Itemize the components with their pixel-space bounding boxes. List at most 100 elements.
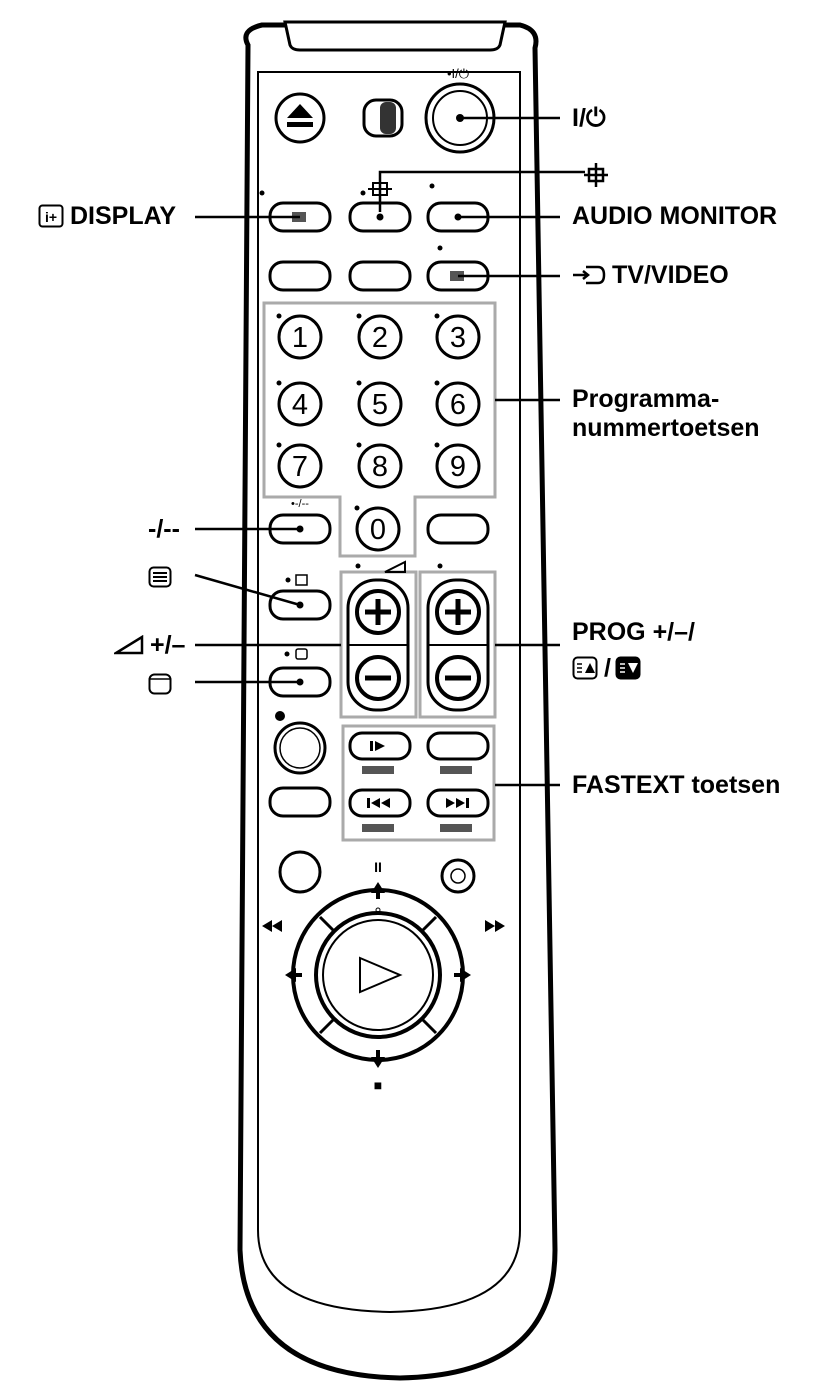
dash-key-mark: •-/-- <box>291 498 309 510</box>
prog-up-button[interactable] <box>435 589 481 635</box>
label-display: i+ DISPLAY <box>38 201 176 231</box>
blank-round-button[interactable] <box>278 850 322 894</box>
volume-up-button[interactable] <box>355 589 401 635</box>
fastext-bar-4 <box>440 824 472 832</box>
eject-icon-bar <box>287 122 313 127</box>
number-key-label: 7 <box>292 451 308 483</box>
number-key-8[interactable]: 8 <box>356 442 403 489</box>
blank-button-4[interactable] <box>268 786 332 818</box>
volume-dot <box>355 563 361 569</box>
label-teletext <box>148 562 178 591</box>
number-key-label: 2 <box>372 322 388 354</box>
teletext-icon <box>148 566 172 588</box>
arrow-up-icon <box>371 882 385 893</box>
label-dash: -/-- <box>148 514 180 544</box>
label-fastext: FASTEXT toetsen <box>572 770 780 800</box>
label-audio-monitor: AUDIO MONITOR <box>572 201 777 231</box>
svg-text:i+: i+ <box>45 209 57 225</box>
fastext-top-right-button[interactable] <box>426 731 490 761</box>
leader-tracking <box>378 170 585 212</box>
number-key-dot <box>276 313 282 319</box>
arrow-up-stem <box>376 892 380 899</box>
play-button[interactable] <box>322 919 434 1031</box>
number-key-dot <box>354 505 360 511</box>
number-key-dot <box>434 313 440 319</box>
teletext-dot <box>285 577 291 583</box>
volume-down-button[interactable] <box>355 655 401 701</box>
prev-button[interactable] <box>348 788 412 818</box>
number-key-dot <box>276 442 282 448</box>
arrow-left-stem <box>295 973 302 977</box>
number-key-2[interactable]: 2 <box>356 313 403 360</box>
arrow-down-icon <box>371 1057 385 1068</box>
number-key-4[interactable]: 4 <box>276 380 323 427</box>
label-power: I/⏻ <box>572 103 606 133</box>
volume-icon <box>114 635 144 655</box>
number-key-label: 6 <box>450 389 466 421</box>
number-key-label: 3 <box>450 322 466 354</box>
remote-top-window <box>283 20 507 52</box>
audio-monitor-dot <box>429 183 435 189</box>
slow-play-button[interactable] <box>348 731 412 761</box>
arrow-right-stem <box>454 973 461 977</box>
leader-lines <box>194 116 585 787</box>
number-key-dot <box>434 380 440 386</box>
page-down-icon <box>615 656 641 680</box>
number-key-6[interactable]: 6 <box>434 380 481 427</box>
label-fastext-text: FASTEXT toetsen <box>572 771 781 800</box>
number-key-3[interactable]: 3 <box>434 313 481 360</box>
slash-separator: / <box>604 653 611 682</box>
label-power-text: I/⏻ <box>572 104 606 133</box>
label-prog: PROG +/–/ / <box>572 618 695 683</box>
pause-symbol: II <box>374 859 382 875</box>
number-key-dot <box>276 380 282 386</box>
leader-teletext <box>194 573 301 607</box>
screen-mode-dot <box>284 651 290 657</box>
label-display-text: DISPLAY <box>70 202 177 231</box>
number-key-1[interactable]: 1 <box>276 313 323 360</box>
number-key-label: 1 <box>292 322 308 354</box>
play-mark-dot <box>375 907 381 913</box>
remote-inner-panel <box>257 71 521 1314</box>
prog-down-button[interactable] <box>435 655 481 701</box>
screen-mode-mark-icon <box>295 648 308 660</box>
record-button[interactable] <box>273 721 327 775</box>
label-screen-mode <box>148 669 178 698</box>
label-dash-text: -/-- <box>148 515 180 544</box>
timer-button[interactable] <box>440 858 476 894</box>
fastext-bar-1 <box>362 766 394 774</box>
volume-mark-icon <box>384 560 406 573</box>
blank-button-3[interactable] <box>426 513 490 545</box>
prog-dot <box>437 563 443 569</box>
number-key-5[interactable]: 5 <box>356 380 403 427</box>
arrow-down-stem <box>376 1050 380 1057</box>
number-pad-frame <box>262 301 497 558</box>
number-key-label: 8 <box>372 451 388 483</box>
number-key-9[interactable]: 9 <box>434 442 481 489</box>
blank-button-1[interactable] <box>268 260 332 292</box>
mode-switch[interactable] <box>362 98 404 138</box>
next-button[interactable] <box>426 788 490 818</box>
arrow-right-icon <box>460 968 471 982</box>
teletext-mark-icon <box>295 574 308 586</box>
number-key-dot <box>356 313 362 319</box>
blank-button-2[interactable] <box>348 260 412 292</box>
page-up-icon <box>572 656 598 680</box>
number-key-label: 0 <box>370 514 386 546</box>
fastext-bar-2 <box>440 766 472 774</box>
label-prog-line1: PROG +/–/ <box>572 618 695 646</box>
number-key-7[interactable]: 7 <box>276 442 323 489</box>
label-programma-line1: Programma- <box>572 385 720 413</box>
label-tv-video-text: TV/VIDEO <box>612 261 729 290</box>
label-prog-icons: / <box>572 653 695 683</box>
number-key-dot <box>356 380 362 386</box>
arrow-left-icon <box>285 968 296 982</box>
number-key-0[interactable]: 0 <box>354 505 401 552</box>
stop-symbol: ■ <box>374 1077 382 1093</box>
play-icon <box>359 956 403 994</box>
input-select-icon <box>573 266 606 285</box>
eject-icon <box>287 104 313 118</box>
tv-video-dot <box>437 245 443 251</box>
label-volume-text: +/– <box>150 631 186 660</box>
